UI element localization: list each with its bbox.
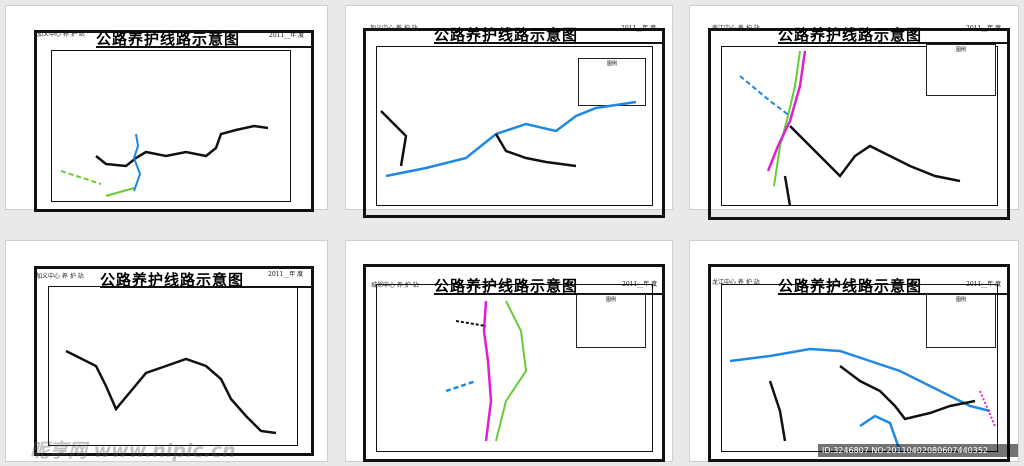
legend-title: 图例	[606, 61, 617, 67]
map-inner-frame	[721, 46, 998, 206]
route-lines	[729, 347, 996, 452]
map-title: 公路养护线路示意图	[778, 277, 923, 295]
map-title: 公路养护线路示意图	[96, 30, 241, 48]
map-outer-frame	[363, 28, 665, 218]
map-sheet: 加义中心 养 护 站 公路养护线路示意图 2011__年 度 图例	[345, 5, 673, 218]
map-title: 公路养护线路示意图	[434, 277, 579, 295]
map-outer-frame	[363, 264, 665, 462]
map-sheet: 加义中心 养 护 站 公路养护线路示意图 2011__年 度	[5, 240, 328, 462]
station-name: 南江中心 养 护 站	[712, 25, 760, 32]
map-title: 公路养护线路示意图	[778, 26, 923, 44]
map-legend: 图例	[576, 294, 646, 348]
route-lines	[445, 300, 528, 442]
map-inner-frame	[51, 50, 291, 202]
map-outer-frame	[708, 28, 1010, 220]
year-label: 2011__年 度	[269, 32, 305, 39]
map-outer-frame	[34, 30, 314, 212]
watermark-text: 昵享网 www.nipic.cn	[30, 440, 236, 462]
map-outer-frame	[34, 266, 314, 456]
title-underline	[434, 293, 665, 295]
map-legend: 图例	[578, 58, 646, 106]
title-underline	[96, 46, 313, 48]
map-inner-frame	[376, 46, 653, 206]
route-lines	[65, 349, 277, 435]
year-label: 2011__年 度	[622, 281, 658, 288]
map-legend: 图例	[926, 44, 996, 96]
title-underline	[100, 286, 314, 288]
station-name: 加义中心 养 护 站	[37, 31, 85, 38]
watermark-id: ID:3246807 NO:20110402080607440352	[818, 444, 1018, 457]
map-outer-frame	[708, 264, 1010, 462]
title-underline	[778, 42, 1010, 44]
map-sheet: 城郊中心 养 护 站 公路养护线路示意图 2011__年 度 图例	[345, 240, 673, 462]
route-lines	[380, 100, 637, 178]
map-title: 公路养护线路示意图	[434, 26, 579, 44]
legend-title: 图例	[955, 47, 966, 53]
year-label: 2011__年 度	[966, 281, 1002, 288]
map-inner-frame	[376, 284, 653, 452]
title-underline	[778, 293, 1010, 295]
route-lines	[739, 50, 961, 207]
route-lines	[60, 124, 269, 197]
year-label: 2011__年 度	[621, 25, 657, 32]
map-title: 公路养护线路示意图	[100, 271, 245, 289]
legend-title: 图例	[605, 297, 616, 303]
title-underline	[434, 42, 665, 44]
station-name: 加义中心 养 护 站	[370, 25, 418, 32]
map-legend: 图例	[926, 294, 996, 348]
year-label: 2011__年 度	[268, 271, 304, 278]
map-sheet: 南江中心 养 护 站 公路养护线路示意图 2011__年 度 图例	[689, 5, 1019, 220]
station-name: 加义中心 养 护 站	[36, 273, 84, 280]
station-name: 城郊中心 养 护 站	[371, 282, 419, 289]
year-label: 2011__年 度	[966, 25, 1002, 32]
map-sheet: 加义中心 养 护 站 公路养护线路示意图 2011__年 度	[5, 5, 328, 212]
map-sheet: 龙江中心 养 护 站 公路养护线路示意图 2011__年 度 图例	[689, 240, 1019, 462]
station-name: 龙江中心 养 护 站	[712, 279, 760, 286]
legend-title: 图例	[955, 297, 966, 303]
